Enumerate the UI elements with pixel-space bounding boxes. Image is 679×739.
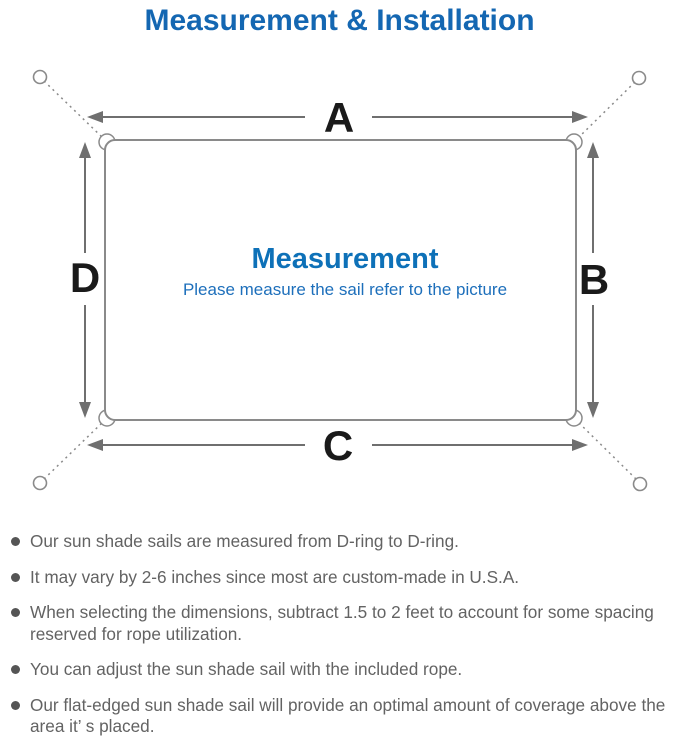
bullet-dot <box>11 572 20 582</box>
bullet-dot <box>11 700 20 710</box>
rope-bottom-right <box>576 420 637 480</box>
anchor-ring-bottom-right <box>632 476 648 492</box>
anchor-ring-bottom-left <box>32 475 48 491</box>
note-text: Our sun shade sails are measured from D-… <box>30 531 459 551</box>
page-title: Measurement & Installation <box>144 4 535 37</box>
arrowhead-b-top <box>587 142 599 158</box>
arrowhead-c-right <box>572 439 588 451</box>
bullet-dot <box>11 665 20 674</box>
diagram-center-title: Measurement <box>252 243 439 275</box>
arrowhead-d-top <box>79 142 91 158</box>
dimension-label-b: B <box>579 256 609 303</box>
arrowhead-c-left <box>87 439 103 451</box>
rope-top-right <box>576 81 636 140</box>
dimension-label-c: C <box>323 422 353 469</box>
note-text: You can adjust the sun shade sail with t… <box>30 659 463 679</box>
sail-rectangle <box>104 139 577 421</box>
diagram-center-subtitle: Please measure the sail refer to the pic… <box>183 280 507 299</box>
anchor-rings <box>32 69 648 492</box>
rope-dashed-lines <box>43 80 637 480</box>
notes-list: Our sun shade sails are measured from D-… <box>8 531 668 739</box>
note-text: When selecting the dimensions, subtract … <box>30 602 654 644</box>
dimension-label-d: D <box>70 254 100 301</box>
bullet-dot <box>11 537 20 546</box>
arrowhead-a-right <box>572 111 588 123</box>
rope-bottom-left <box>43 420 105 480</box>
measurement-diagram: A C D B Measur <box>32 69 648 492</box>
arrowhead-a-left <box>87 111 103 123</box>
list-item: Our sun shade sails are measured from D-… <box>8 531 668 553</box>
list-item: It may vary by 2-6 inches since most are… <box>8 567 668 589</box>
bullet-dot <box>11 608 20 617</box>
list-item: Our flat-edged sun shade sail will provi… <box>8 695 668 738</box>
anchor-ring-top-right <box>631 70 647 86</box>
list-item: When selecting the dimensions, subtract … <box>8 602 668 645</box>
dimension-label-a: A <box>324 94 354 141</box>
list-item: You can adjust the sun shade sail with t… <box>8 659 668 681</box>
rope-top-left <box>43 80 105 140</box>
arrowhead-b-bottom <box>587 402 599 418</box>
note-text: It may vary by 2-6 inches since most are… <box>30 566 520 587</box>
anchor-ring-top-left <box>32 69 48 85</box>
note-text: Our flat-edged sun shade sail will provi… <box>30 694 666 737</box>
arrowhead-d-bottom <box>79 402 91 418</box>
